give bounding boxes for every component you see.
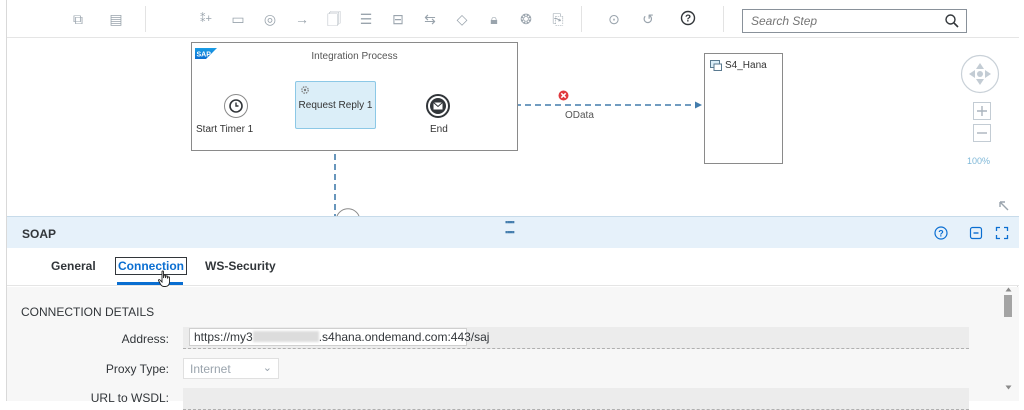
hand-cursor-icon <box>158 270 170 287</box>
chevron-down-icon: ⌄ <box>262 362 272 374</box>
process-canvas[interactable]: SAP Integration Process Start Timer 1 Re… <box>7 38 1019 217</box>
error-icon[interactable] <box>558 90 569 101</box>
participants-icon[interactable]: ⁑+ <box>200 13 212 25</box>
process-icon[interactable]: ▭ <box>231 11 245 27</box>
properties-title: SOAP <box>22 227 57 241</box>
connector-icon[interactable]: → <box>295 11 309 27</box>
toolbar-divider <box>723 6 724 32</box>
pool-title: Integration Process <box>311 51 398 62</box>
validator-icon[interactable]: ⎘ <box>552 11 564 27</box>
message-flow-arrow <box>695 101 702 109</box>
simulation-icon[interactable]: ⊙ <box>608 11 620 27</box>
gateway-icon[interactable]: ◇ <box>456 11 468 27</box>
properties-header: ▪▪▪▪▪▪▪▪ SOAP ? <box>7 216 1019 248</box>
task-label: Request Reply 1 <box>298 100 373 111</box>
svg-text:SAP: SAP <box>197 52 212 59</box>
end-message-event[interactable] <box>425 93 451 119</box>
redacted-text <box>252 331 319 342</box>
search-step-field[interactable] <box>742 9 967 33</box>
sender-shape-partial <box>336 208 360 217</box>
wsdl-url-label: URL to WSDL: <box>90 391 169 405</box>
tab-ws-security[interactable]: WS-Security <box>205 259 276 273</box>
search-icon[interactable] <box>944 13 960 29</box>
expand-corner-icon[interactable] <box>998 200 1010 212</box>
toolbar-divider <box>581 6 582 32</box>
undo-icon[interactable]: ↺ <box>642 11 654 27</box>
zoom-in-button[interactable] <box>973 102 991 120</box>
paste-icon[interactable]: ▤ <box>109 11 123 27</box>
address-suffix: .s4hana.ondemand.com:443/saj <box>318 330 490 344</box>
scroll-down-icon[interactable] <box>1005 385 1012 390</box>
minimize-icon[interactable] <box>969 226 983 240</box>
receiver-icon <box>710 60 722 71</box>
sap-logo: SAP <box>195 48 217 59</box>
resize-handle[interactable]: ▪▪▪▪▪▪▪▪ <box>505 217 515 237</box>
details-scrollbar[interactable] <box>1001 287 1015 401</box>
persistence-icon[interactable]: ❂ <box>520 11 532 27</box>
request-reply-task[interactable]: Request Reply 1 <box>295 81 376 129</box>
section-title: CONNECTION DETAILS <box>21 305 155 319</box>
svg-text:?: ? <box>685 14 691 25</box>
palette-toolbar: ⧉ ▤ ⁑+ ▭ ◎ → 🗍 ☰ ⊟ ⇆ ◇ 🔒︎ ❂ ⎘ ⊙ ↺ ? <box>7 0 1019 38</box>
address-label: Address: <box>121 332 169 346</box>
tab-connection[interactable]: Connection <box>115 257 187 275</box>
call-icon[interactable]: 🗍 <box>327 11 341 27</box>
proxy-type-value: Internet <box>190 362 231 376</box>
active-tab-indicator <box>117 282 183 285</box>
proxy-type-select[interactable]: Internet ⌄ <box>183 358 279 379</box>
copy-icon[interactable]: ⧉ <box>73 11 83 27</box>
receiver-s4-hana[interactable]: S4_Hana <box>704 53 783 164</box>
end-event-label: End <box>430 124 448 135</box>
search-input[interactable] <box>751 10 931 32</box>
properties-tabs: General Connection WS-Security <box>7 248 1019 286</box>
odata-connection-label[interactable]: OData <box>565 110 594 121</box>
address-input[interactable]: https://my3 .s4hana.ondemand.com:443/saj <box>189 328 489 346</box>
help-icon[interactable]: ? <box>679 10 697 28</box>
mapping-icon[interactable]: ☰ <box>359 11 373 27</box>
scroll-up-icon[interactable] <box>1005 287 1012 292</box>
wsdl-field-row[interactable] <box>183 388 969 410</box>
transformation-icon[interactable]: ⊟ <box>392 11 404 27</box>
integration-flow-editor: ⧉ ▤ ⁑+ ▭ ◎ → 🗍 ☰ ⊟ ⇆ ◇ 🔒︎ ❂ ⎘ ⊙ ↺ ? <box>6 0 1019 410</box>
proxy-type-label: Proxy Type: <box>105 362 169 376</box>
pan-control[interactable] <box>960 54 1000 94</box>
help-icon[interactable]: ? <box>934 226 948 240</box>
connection-details-panel: CONNECTION DETAILS Address: https://my3.… <box>7 287 1019 410</box>
tab-general[interactable]: General <box>51 259 96 273</box>
events-icon[interactable]: ◎ <box>263 11 277 27</box>
zoom-level: 100% <box>967 156 991 166</box>
routing-icon[interactable]: ⇆ <box>424 11 436 27</box>
toolbar-divider <box>145 6 146 32</box>
receiver-title: S4_Hana <box>725 60 767 71</box>
start-timer-event[interactable] <box>223 93 249 119</box>
address-prefix: https://my3 <box>194 330 253 344</box>
gears-icon <box>301 86 309 94</box>
maximize-icon[interactable] <box>995 226 1009 240</box>
scroll-thumb[interactable] <box>1004 295 1012 317</box>
start-event-label: Start Timer 1 <box>196 124 254 135</box>
svg-text:?: ? <box>938 228 944 238</box>
security-icon[interactable]: 🔒︎ <box>490 11 498 27</box>
zoom-out-button[interactable] <box>973 124 991 142</box>
